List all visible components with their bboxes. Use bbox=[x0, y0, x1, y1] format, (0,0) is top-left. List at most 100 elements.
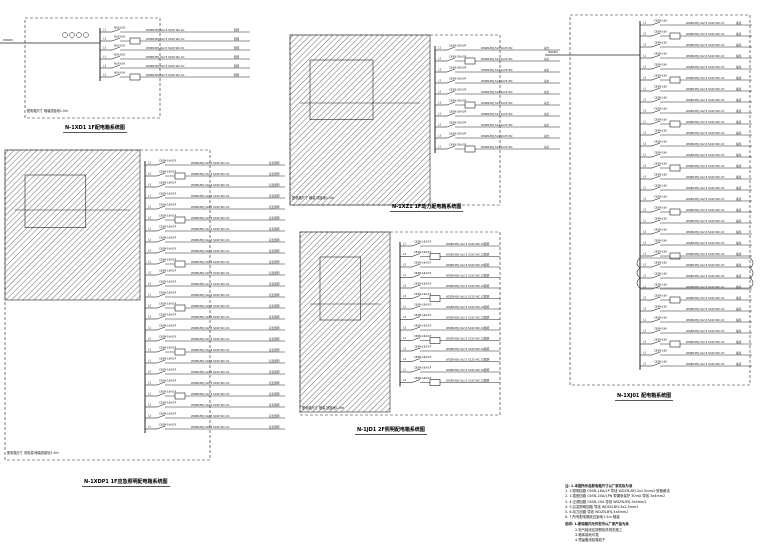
breaker-symbol bbox=[156, 315, 166, 320]
breaker-symbol bbox=[111, 28, 121, 33]
load-label: 应急照明 bbox=[269, 183, 280, 187]
contactor-box bbox=[464, 145, 476, 153]
breaker-symbol bbox=[651, 351, 661, 356]
panel-title-p2: N-1XDP1 1F应急照明配电箱系统图 bbox=[82, 479, 170, 487]
circuit-label: WDZN-BYJ-3x2.5 SC20 WC.CC bbox=[191, 271, 230, 275]
phase-label: L1 bbox=[148, 161, 151, 165]
phase-label: L2 bbox=[403, 378, 406, 382]
breaker-label: C65N-16A/1P bbox=[414, 345, 432, 349]
circuit-label: WDZN-BYJ-5x4 SC25 WC bbox=[481, 79, 513, 83]
circuit-label: WDZN-BYJ-5x4 SC25 WC bbox=[481, 46, 513, 50]
phase-label: L2 bbox=[148, 205, 151, 209]
load-label: 动力 bbox=[544, 112, 550, 116]
breaker-symbol bbox=[651, 340, 661, 345]
phase-label: L1 bbox=[643, 21, 646, 25]
load-label: 照明 bbox=[484, 295, 490, 299]
contactor-box bbox=[669, 296, 681, 304]
breaker-label: C65N-16A/1P bbox=[414, 250, 432, 254]
panel-note: 配电箱尺寸 暗装底距地1.5m bbox=[27, 108, 68, 113]
breaker-label: NSX-63A bbox=[114, 62, 125, 66]
breaker-label: C65N-16A bbox=[654, 107, 667, 111]
phase-label: L2 bbox=[643, 32, 646, 36]
load-label: 应急照明 bbox=[269, 381, 280, 385]
breaker-symbol bbox=[446, 90, 456, 95]
phase-label: L3 bbox=[148, 282, 151, 286]
breaker-label: C65N-16A/1P bbox=[159, 192, 177, 196]
circuit-label: WDZN-BYJ-5x4 SC25 WC bbox=[481, 68, 513, 72]
phase-label: L3 bbox=[643, 307, 646, 311]
phase-label: L3 bbox=[438, 134, 441, 138]
circuit-label: WDZN-BYJ-3x2.5 SC20 WC.CC bbox=[686, 76, 725, 80]
breaker-label: C65N-16A bbox=[654, 173, 667, 177]
load-label: 照明 bbox=[484, 316, 490, 320]
breaker-label: C65N-20A/3P bbox=[449, 88, 467, 92]
breaker-label: C65N-16A bbox=[654, 162, 667, 166]
load-label: 应急照明 bbox=[269, 249, 280, 253]
phase-label: L3 bbox=[643, 142, 646, 146]
breaker-symbol bbox=[651, 263, 661, 268]
breaker-symbol bbox=[446, 68, 456, 73]
phase-label: L2 bbox=[643, 131, 646, 135]
circuit-label: WDZN-BYJ-3x2.5 SC20 WC.CC bbox=[686, 65, 725, 69]
phase-label: L3 bbox=[103, 46, 106, 50]
breaker-label: C65N-20A/3P bbox=[449, 77, 467, 81]
breaker-label: C65N-16A/1P bbox=[414, 282, 432, 286]
breaker-label: C65N-20A/3P bbox=[449, 121, 467, 125]
breaker-symbol bbox=[651, 175, 661, 180]
breaker-symbol bbox=[156, 260, 166, 265]
load-label: 照明 bbox=[234, 46, 240, 50]
breaker-symbol bbox=[651, 318, 661, 323]
circuit-label: WDZN-BYJ-3x2.5 SC20 WC.CC bbox=[686, 318, 725, 322]
panel-title-p5: N-1XJ01 配电箱系统图 bbox=[615, 393, 674, 401]
general-notes: 注: 1.本图所示各配电箱尺寸以厂家实际为准 1. 2.照明回路 C65N-16… bbox=[565, 484, 670, 543]
panel-note: 配电箱尺寸 暗装 底距地1.5m bbox=[292, 195, 334, 200]
contactor-box bbox=[174, 392, 186, 400]
breaker-symbol bbox=[156, 326, 166, 331]
load-label: 插座 bbox=[736, 362, 742, 366]
circuit-label: WDZN-BYJ-3x2.5 SC20 WC.CC bbox=[686, 120, 725, 124]
load-label: 插座 bbox=[736, 318, 742, 322]
load-label: 应急照明 bbox=[269, 205, 280, 209]
load-label: 插座 bbox=[736, 241, 742, 245]
load-label: 插座 bbox=[736, 43, 742, 47]
load-label: 应急照明 bbox=[269, 293, 280, 297]
load-label: 照明 bbox=[234, 37, 240, 41]
circuit-label: WDZN-BYJ-3x2.5 SC20 WC.CC bbox=[146, 55, 185, 59]
breaker-label: C65N-16A bbox=[654, 228, 667, 232]
phase-label: L2 bbox=[103, 37, 106, 41]
circuit-label: WDZN-BYJ-3x2.5 SC20 WC.CC bbox=[191, 315, 230, 319]
phase-label: L1 bbox=[438, 112, 441, 116]
phase-label: L2 bbox=[438, 123, 441, 127]
circuit-label: WDZN-BYJ-3x2.5 SC20 WC.CC bbox=[191, 227, 230, 231]
circuit-label: WDZN-BYJ-3x2.5 SC20 WC.CC bbox=[191, 216, 230, 220]
breaker-symbol bbox=[156, 392, 166, 397]
breaker-label: C65N-16A/1P bbox=[159, 225, 177, 229]
note-line: 5. 6.动力回路 导线 WDZN-BYJ-5x4mm2 bbox=[565, 510, 629, 515]
breaker-symbol bbox=[651, 252, 661, 257]
circuit-label: WDZN-BYJ-3x2.5 SC20 WC.CC bbox=[446, 379, 485, 383]
breaker-label: C65N-16A bbox=[654, 129, 667, 133]
circuit-label: WDZN-BYJ-3x2.5 SC20 WC.CC bbox=[191, 370, 230, 374]
breaker-symbol bbox=[651, 21, 661, 26]
breaker-symbol bbox=[651, 54, 661, 59]
breaker-label: C65N-16A/1P bbox=[414, 292, 432, 296]
breaker-symbol bbox=[156, 161, 166, 166]
load-label: 插座 bbox=[736, 219, 742, 223]
phase-label: L2 bbox=[403, 347, 406, 351]
load-label: 插座 bbox=[736, 296, 742, 300]
breaker-symbol bbox=[651, 208, 661, 213]
phase-label: L3 bbox=[148, 216, 151, 220]
phase-label: L2 bbox=[148, 238, 151, 242]
panel-note: 配电箱尺寸 双电源 暗装底距地1.5m bbox=[7, 450, 59, 455]
load-label: 照明 bbox=[484, 253, 490, 257]
load-label: 插座 bbox=[736, 153, 742, 157]
phase-label: L1 bbox=[403, 305, 406, 309]
load-label: 插座 bbox=[736, 54, 742, 58]
circuit-label: WDZN-BYJ-3x2.5 SC20 WC.CC bbox=[191, 304, 230, 308]
phase-label: L2 bbox=[148, 403, 151, 407]
breaker-label: C65N-16A/1P bbox=[159, 313, 177, 317]
circuit-label: WDZN-BYJ-3x2.5 SC20 WC.CC bbox=[686, 54, 725, 58]
circuit-label: WDZN-BYJ-3x2.5 SC20 WC.CC bbox=[686, 87, 725, 91]
phase-label: L3 bbox=[148, 249, 151, 253]
load-label: 插座 bbox=[736, 252, 742, 256]
